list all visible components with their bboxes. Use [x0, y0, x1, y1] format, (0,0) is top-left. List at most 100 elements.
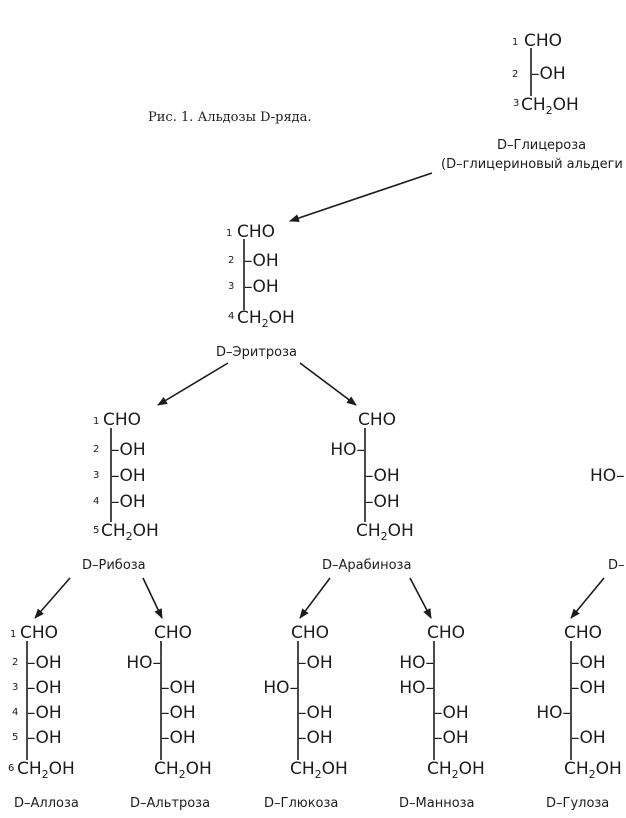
terminal-oh: OH [553, 95, 579, 115]
terminal-group: CH2OH [237, 308, 295, 330]
arrow-to-altrose [142, 577, 163, 619]
arrow-to-allose [34, 577, 71, 619]
terminal-group: CH2OH [427, 759, 485, 781]
terminal-group: CH2OH [356, 521, 414, 543]
hydroxyl-right: –OH [298, 728, 333, 748]
terminal-group: CH2OH [521, 95, 579, 117]
carbon-number: 4 [93, 496, 99, 507]
subscript-2: 2 [452, 768, 459, 781]
terminal-ch: CH [290, 759, 315, 779]
aldehyde-group: CHO [291, 623, 329, 643]
carbon-number: 1 [226, 228, 232, 239]
compound-name: D–Глицероза [497, 138, 586, 153]
hydroxyl-right: –OH [161, 703, 196, 723]
carbon-number: 1 [10, 629, 16, 640]
compound-name: D–Арабиноза [322, 558, 411, 573]
aldehyde-group: CHO [237, 222, 275, 242]
carbon-number: 3 [228, 281, 234, 292]
terminal-ch: CH [154, 759, 179, 779]
carbon-number: 1 [512, 37, 518, 48]
terminal-group: CH2OH [154, 759, 212, 781]
hydroxyl-right: –OH [531, 64, 566, 84]
terminal-oh: OH [186, 759, 212, 779]
hydroxyl-right: –OH [434, 728, 469, 748]
terminal-group: CH2OH [290, 759, 348, 781]
cut-off-hydroxyl: HO– [590, 466, 625, 486]
hydroxyl-right: –OH [298, 703, 333, 723]
hydroxyl-right: –OH [298, 653, 333, 673]
hydroxyl-left: HO– [399, 678, 434, 698]
hydroxyl-right: –OH [571, 728, 606, 748]
hydroxyl-right: –OH [365, 492, 400, 512]
hydroxyl-left: HO– [126, 653, 161, 673]
hydroxyl-left: HO– [536, 703, 571, 723]
carbon-number: 2 [93, 444, 99, 455]
hydroxyl-right: –OH [571, 653, 606, 673]
aldehyde-group: CHO [564, 623, 602, 643]
arrow-to-ribose [157, 362, 229, 406]
terminal-oh: OH [133, 521, 159, 541]
ribose-structure: 1 CHO 2 –OH 3 –OH 4 –OH 5 CH2OH D–Рибоза [82, 410, 159, 573]
glucose-structure: CHO –OH HO– –OH –OH CH2OH D–Глюкоза [263, 623, 348, 811]
allose-structure: 1 CHO 2 –OH 3 –OH 4 –OH 5 –OH 6 CH2OH D–… [8, 623, 79, 811]
terminal-oh: OH [322, 759, 348, 779]
compound-name: D–Рибоза [82, 558, 146, 573]
hydroxyl-right: –OH [365, 466, 400, 486]
hydroxyl-right: –OH [27, 653, 62, 673]
subscript-2: 2 [42, 768, 49, 781]
hydroxyl-right: –OH [571, 678, 606, 698]
terminal-oh: OH [596, 759, 622, 779]
hydroxyl-left: HO– [330, 440, 365, 460]
arrow-to-erythrose [289, 172, 433, 222]
hydroxyl-right: –OH [244, 251, 279, 271]
terminal-oh: OH [269, 308, 295, 328]
carbon-number: 2 [12, 657, 18, 668]
hydroxyl-right: –OH [161, 678, 196, 698]
carbon-number: 1 [93, 416, 99, 427]
carbon-number: 2 [512, 69, 518, 80]
hydroxyl-right: –OH [111, 440, 146, 460]
terminal-ch: CH [521, 95, 546, 115]
carbon-number: 5 [12, 732, 18, 743]
carbon-number: 4 [228, 311, 234, 322]
hydroxyl-right: –OH [27, 703, 62, 723]
subscript-2: 2 [179, 768, 186, 781]
aldehyde-group: CHO [103, 410, 141, 430]
hydroxyl-right: –OH [111, 466, 146, 486]
terminal-ch: CH [237, 308, 262, 328]
subscript-2: 2 [126, 530, 133, 543]
terminal-group: CH2OH [101, 521, 159, 543]
terminal-oh: OH [459, 759, 485, 779]
terminal-ch: CH [427, 759, 452, 779]
compound-name: D–Гулоза [546, 796, 609, 811]
hydroxyl-right: –OH [111, 492, 146, 512]
arrow-to-glucose [299, 577, 331, 619]
subscript-2: 2 [546, 104, 553, 117]
arabinose-structure: CHO HO– –OH –OH CH2OH D–Арабиноза [322, 410, 414, 573]
terminal-ch: CH [17, 759, 42, 779]
compound-name: D–Эритроза [216, 345, 297, 360]
aldehyde-group: CHO [20, 623, 58, 643]
carbon-number: 3 [513, 98, 519, 109]
aldehyde-group: CHO [154, 623, 192, 643]
terminal-oh: OH [388, 521, 414, 541]
hydroxyl-right: –OH [434, 703, 469, 723]
subscript-2: 2 [315, 768, 322, 781]
aldehyde-group: CHO [358, 410, 396, 430]
aldehyde-group: CHO [427, 623, 465, 643]
carbon-number: 2 [228, 255, 234, 266]
compound-name: D–Аллоза [14, 796, 79, 811]
terminal-oh: OH [49, 759, 75, 779]
subscript-2: 2 [381, 530, 388, 543]
compound-name: D–Альтроза [130, 796, 210, 811]
altrose-structure: CHO HO– –OH –OH –OH CH2OH D–Альтроза [126, 623, 212, 811]
hydroxyl-left: HO– [399, 653, 434, 673]
hydroxyl-right: –OH [244, 277, 279, 297]
carbon-number: 4 [12, 707, 18, 718]
arrow-to-mannose [409, 577, 432, 619]
compound-name: D–Глюкоза [264, 796, 338, 811]
carbon-number: 3 [93, 470, 99, 481]
glyceraldehyde-structure: 1 CHO 2 –OH 3 CH2OH D–Глицероза (D–глице… [441, 31, 623, 172]
carbon-number: 3 [12, 682, 18, 693]
